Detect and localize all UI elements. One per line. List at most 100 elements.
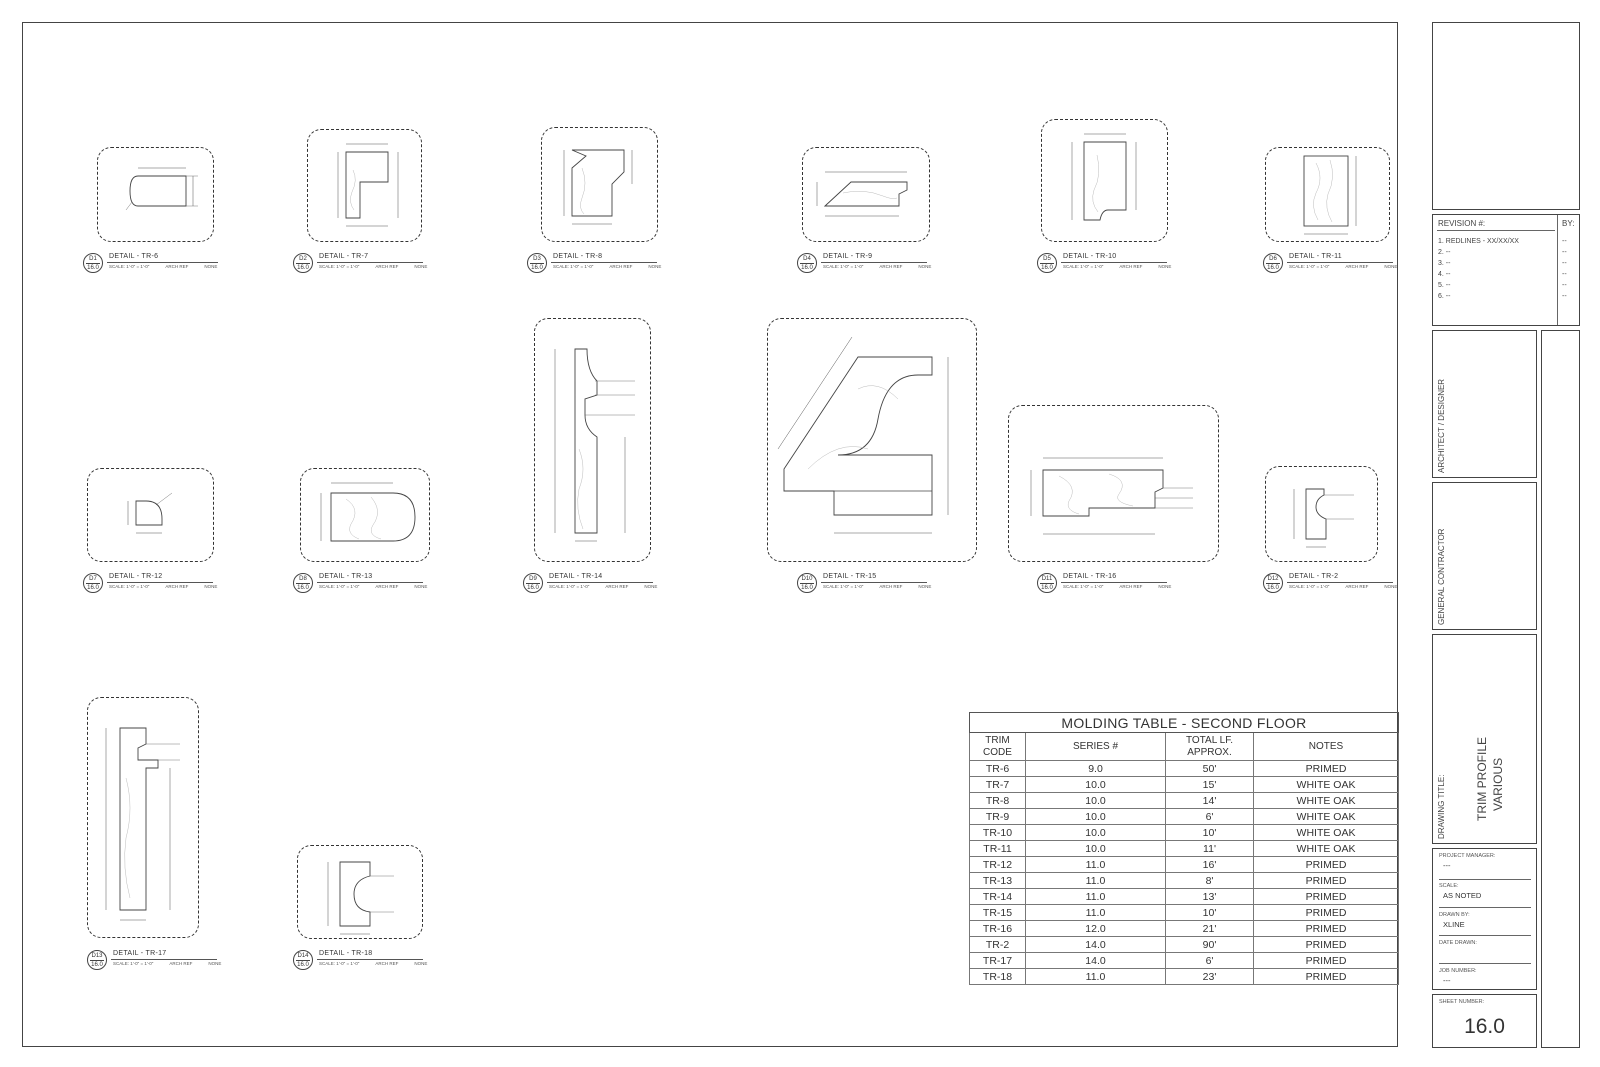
drawing-title-block: DRAWING TITLE: TRIM PROFILE VARIOUS: [1432, 634, 1537, 844]
detail-box-tr16: [1008, 405, 1219, 562]
detail-box-tr12: [87, 468, 214, 562]
drawing-title-line1: TRIM PROFILE: [1475, 736, 1489, 821]
detail-title: DETAIL - TR-2: [1289, 573, 1339, 580]
detail-title: DETAIL - TR-9: [823, 253, 873, 260]
detail-title: DETAIL - TR-11: [1289, 253, 1342, 260]
detail-box-tr13: [300, 468, 430, 562]
project-info-block: PROJECT MANAGER: --- SCALE: AS NOTED DRA…: [1432, 848, 1537, 990]
revision-label: REVISION #:: [1438, 219, 1486, 228]
detail-box-tr9: [802, 147, 930, 242]
detail-title: DETAIL - TR-10: [1063, 253, 1117, 260]
column-header: NOTES: [1253, 732, 1399, 761]
contractor-label: GENERAL CONTRACTOR: [1437, 528, 1446, 625]
detail-title: DETAIL - TR-18: [319, 950, 373, 957]
detail-box-tr8: [541, 127, 658, 242]
architect-label: ARCHITECT / DESIGNER: [1437, 378, 1446, 473]
title-block-logo-area: [1432, 22, 1580, 210]
detail-title: DETAIL - TR-14: [549, 573, 603, 580]
detail-box-tr14: [534, 318, 651, 562]
profile-drawing: [816, 171, 908, 217]
side-strip: [1541, 330, 1580, 1048]
profile-drawing: [327, 861, 394, 935]
detail-box-tr2: [1265, 466, 1378, 562]
detail-box-tr11: [1265, 147, 1390, 242]
detail-title: DETAIL - TR-13: [319, 573, 373, 580]
profile-drawing: [320, 482, 416, 542]
profile-drawing: [1071, 133, 1137, 221]
profile-drawing: [1293, 488, 1354, 548]
detail-title: DETAIL - TR-12: [109, 573, 163, 580]
by-label: BY:: [1562, 219, 1575, 228]
column-header: SERIES #: [1025, 732, 1166, 761]
detail-box-tr7: [307, 129, 422, 242]
profile-drawing: [554, 348, 635, 542]
profile-drawing: [1030, 457, 1193, 535]
profile-drawing: [337, 143, 399, 227]
detail-title: DETAIL - TR-16: [1063, 573, 1117, 580]
revision-by-list: -- -- -- -- -- --: [1562, 238, 1567, 300]
detail-title: DETAIL - TR-17: [113, 950, 167, 957]
detail-title: DETAIL - TR-7: [319, 253, 369, 260]
column-header: TRIM CODE: [969, 732, 1026, 761]
drawing-title-line2: VARIOUS: [1491, 757, 1505, 811]
drawn-by-value: XLINE: [1443, 920, 1465, 929]
revision-list: 1. REDLINES - XX/XX/XX 2. -- 3. -- 4. --…: [1438, 238, 1519, 300]
profile-drawing: [563, 149, 633, 225]
drawing-title-label: DRAWING TITLE:: [1437, 774, 1446, 839]
profile-drawing: [125, 167, 198, 211]
molding-table: MOLDING TABLE - SECOND FLOOR TRIM CODE S…: [969, 712, 1399, 985]
profile-drawing: [127, 492, 173, 534]
architect-block: ARCHITECT / DESIGNER: [1432, 330, 1537, 478]
profile-drawing: [777, 336, 949, 534]
detail-title: DETAIL - TR-6: [109, 253, 159, 260]
table-header-row: TRIM CODE SERIES # TOTAL LF. APPROX. NOT…: [969, 732, 1399, 761]
revision-block: REVISION #: BY: 1. REDLINES - XX/XX/XX 2…: [1432, 214, 1580, 326]
table-title: MOLDING TABLE - SECOND FLOOR: [969, 712, 1399, 733]
contractor-block: GENERAL CONTRACTOR: [1432, 482, 1537, 630]
sheet-number: 16.0: [1464, 1015, 1505, 1038]
profile-drawing: [1303, 155, 1357, 235]
detail-box-tr15: [767, 318, 977, 562]
scale-value: AS NOTED: [1443, 891, 1482, 900]
detail-title: DETAIL - TR-15: [823, 573, 877, 580]
